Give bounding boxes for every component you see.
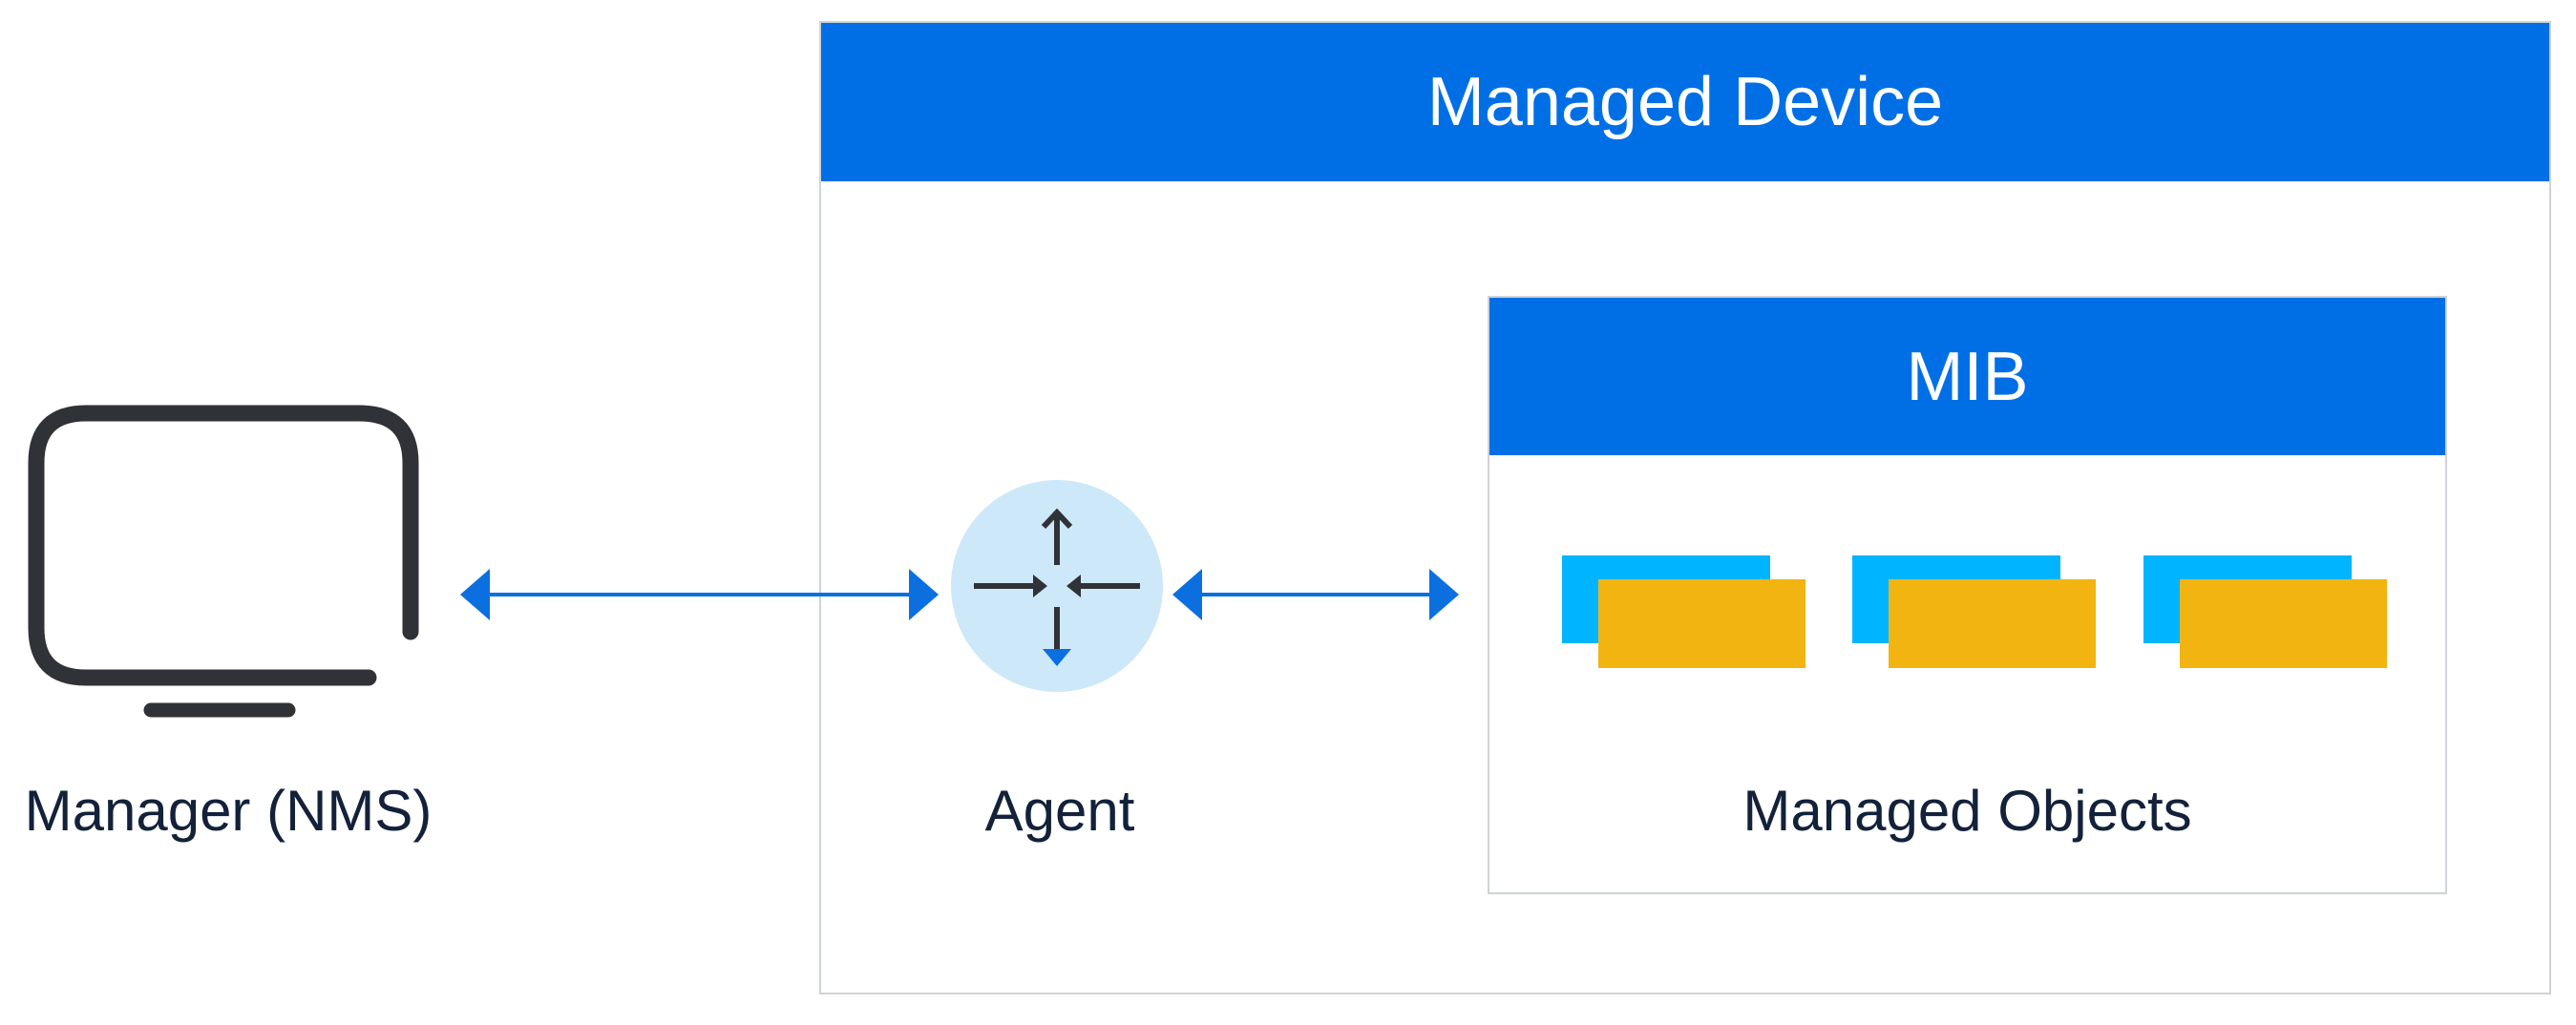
mib-title: MIB bbox=[1906, 338, 2029, 415]
agent-circle bbox=[951, 480, 1163, 692]
managed-device-title: Managed Device bbox=[1426, 64, 1944, 140]
manager-agent-arrow bbox=[460, 569, 939, 620]
managed-object-2-front-card bbox=[1889, 579, 2096, 668]
monitor-icon bbox=[28, 405, 419, 718]
agent-icon bbox=[951, 480, 1163, 692]
agent-mib-arrow bbox=[1172, 569, 1459, 620]
managed-objects-label: Managed Objects bbox=[1742, 779, 2192, 843]
managed-device-header: Managed Device bbox=[821, 23, 2549, 181]
mib-header: MIB bbox=[1489, 298, 2445, 455]
managed-object-3-front-card bbox=[2180, 579, 2387, 668]
agent-label: Agent bbox=[984, 779, 1135, 843]
managed-object-1-front-card bbox=[1598, 579, 1805, 668]
manager-label: Manager (NMS) bbox=[24, 779, 433, 843]
